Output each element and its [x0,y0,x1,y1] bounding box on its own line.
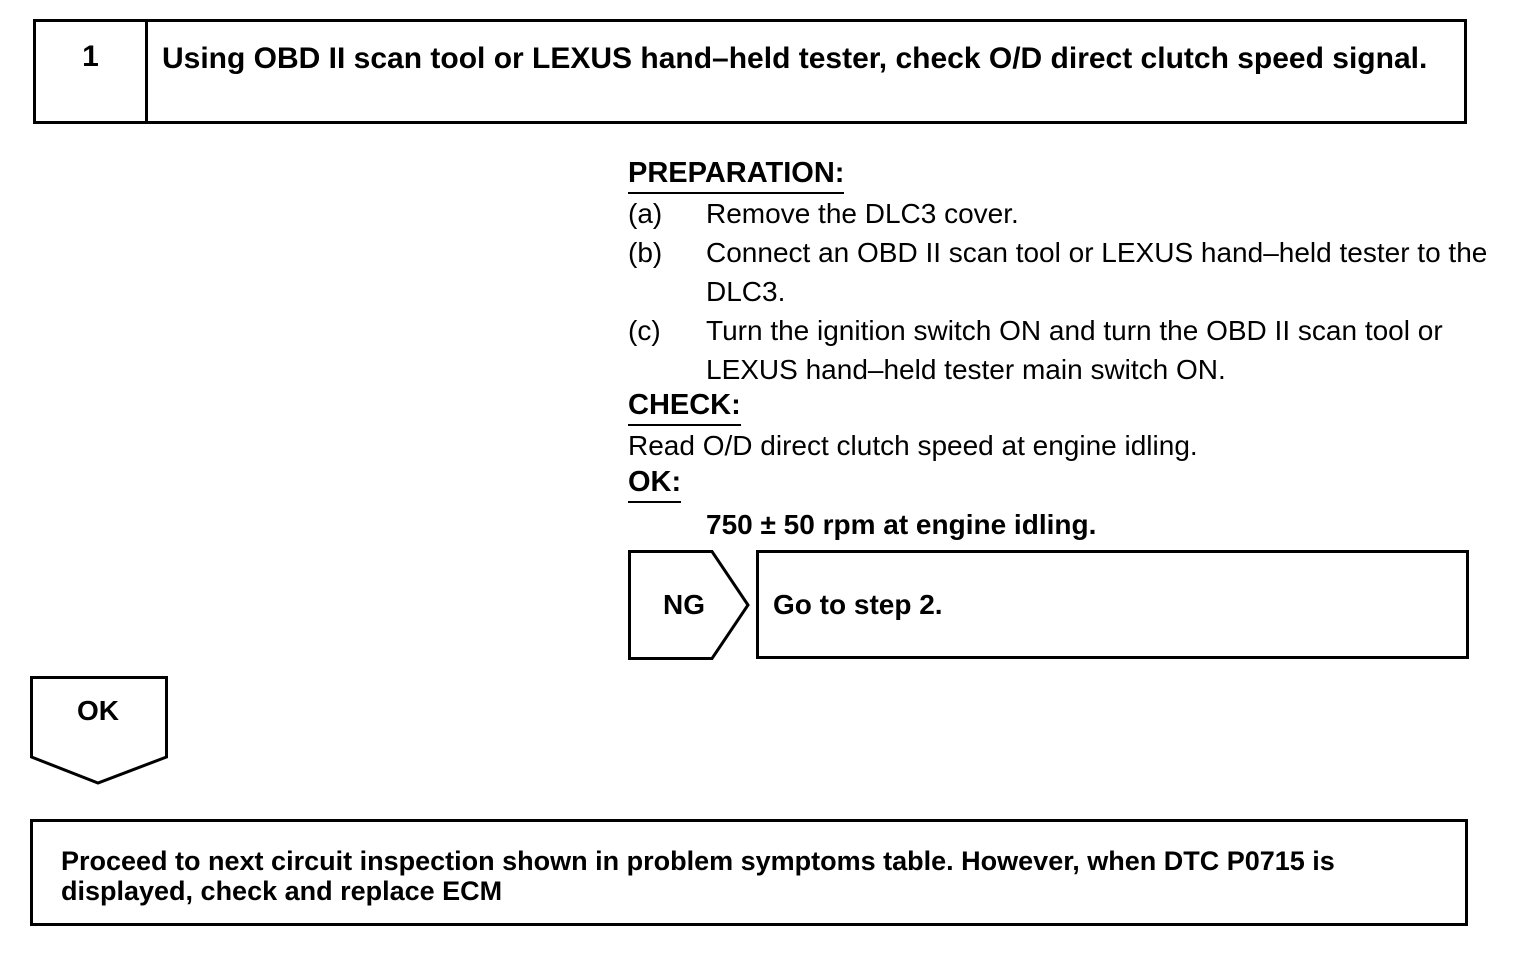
step-number: 1 [36,22,148,121]
check-heading: CHECK: [628,389,741,426]
result-text: Proceed to next circuit inspection shown… [61,846,1335,906]
ng-action-box: Go to step 2. [756,550,1469,659]
ok-arrow-shape [30,676,168,785]
item-text: Turn the ignition switch ON and turn the… [706,315,1443,385]
item-letter: (b) [628,237,663,268]
ng-arrow-shape [628,550,750,660]
item-letter: (a) [628,198,663,229]
preparation-item-c: (c) Turn the ignition switch ON and turn… [628,311,1488,389]
preparation-heading: PREPARATION: [628,157,845,194]
ok-heading: OK: [628,466,682,503]
preparation-item-b: (b) Connect an OBD II scan tool or LEXUS… [628,233,1488,311]
result-box: Proceed to next circuit inspection shown… [30,819,1468,926]
ng-action-text: Go to step 2. [773,589,943,620]
step-title: Using OBD II scan tool or LEXUS hand–hel… [162,42,1428,75]
procedure-block: PREPARATION: (a) Remove the DLC3 cover. … [628,157,1488,545]
preparation-item-a: (a) Remove the DLC3 cover. [628,194,1488,233]
step-header: 1 Using OBD II scan tool or LEXUS hand–h… [33,19,1467,124]
item-letter: (c) [628,315,661,346]
item-text: Connect an OBD II scan tool or LEXUS han… [706,237,1488,307]
ok-spec-value: 750 ± 50 rpm at engine idling. [706,509,1097,540]
ng-label: NG [663,589,705,620]
check-text: Read O/D direct clutch speed at engine i… [628,430,1198,461]
item-text: Remove the DLC3 cover. [706,198,1019,229]
ok-label: OK [77,695,119,726]
